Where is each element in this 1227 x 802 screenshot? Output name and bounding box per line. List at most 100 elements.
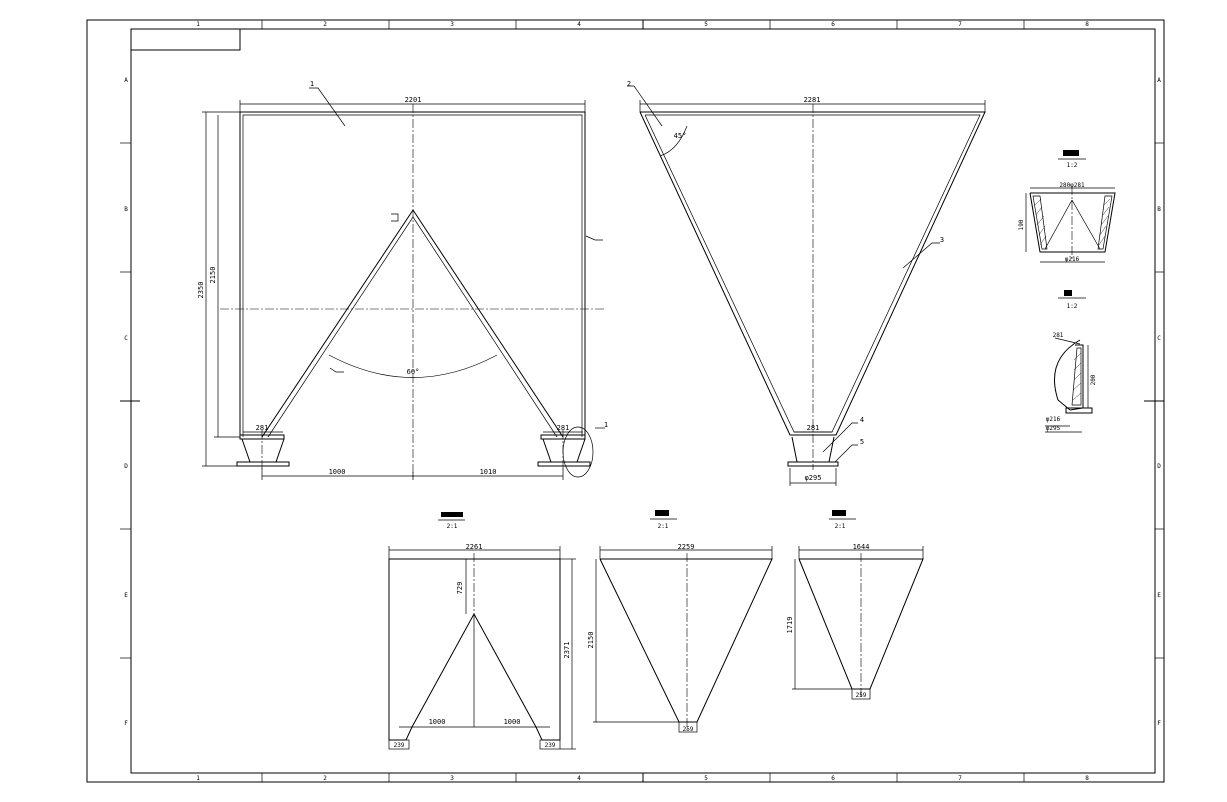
pattern-1-dim-foot-left: 239 bbox=[394, 742, 405, 749]
col-label-bottom-6: 6 bbox=[831, 775, 835, 782]
pattern-1-dim-half-right: 1000 bbox=[504, 718, 521, 726]
pattern-1-dim-apex: 729 bbox=[456, 582, 464, 595]
front-view-middle bbox=[627, 85, 986, 486]
row-label-left-b: B bbox=[124, 206, 128, 213]
detail-top-scale: 1:2 bbox=[1067, 162, 1078, 169]
dim-bottom-281: 281 bbox=[807, 424, 820, 432]
leader-3 bbox=[902, 242, 940, 269]
balloon-2: 2 bbox=[627, 80, 631, 88]
row-label-left-d: D bbox=[124, 463, 128, 470]
pattern-3-dim-bottom: 259 bbox=[856, 692, 867, 699]
zone-ticks bbox=[120, 20, 1164, 782]
col-label-top-4: 4 bbox=[577, 21, 581, 28]
col-label-bottom-3: 3 bbox=[450, 775, 454, 782]
row-label-left-c: C bbox=[124, 335, 128, 342]
leader-2 bbox=[627, 85, 663, 127]
detail-mid-dim-295: φ295 bbox=[1046, 425, 1061, 432]
pattern-3-dim-height: 1719 bbox=[786, 617, 794, 634]
detail-top-dim-bottom: φ216 bbox=[1065, 256, 1080, 263]
row-label-right-c: C bbox=[1157, 335, 1161, 342]
pattern-1-title-mark bbox=[441, 512, 463, 517]
pattern-1-dim-foot-right: 239 bbox=[545, 742, 556, 749]
pattern-2-dim-bottom: 259 bbox=[683, 726, 694, 733]
col-label-bottom-5: 5 bbox=[704, 775, 708, 782]
dim-flange-295: φ295 bbox=[805, 474, 822, 482]
leader-1 bbox=[309, 87, 346, 127]
col-label-bottom-4: 4 bbox=[577, 775, 581, 782]
pattern-3-dim-top: 1644 bbox=[853, 543, 870, 551]
flat-pattern-3-labels: 2:1 1644 1719 259 bbox=[786, 523, 869, 699]
col-label-bottom-7: 7 bbox=[958, 775, 962, 782]
pattern-2-title-mark bbox=[655, 510, 669, 516]
row-label-left-f: F bbox=[124, 720, 128, 727]
pattern-1-dim-height: 2371 bbox=[563, 642, 571, 659]
col-label-top-2: 2 bbox=[323, 21, 327, 28]
col-label-top-3: 3 bbox=[450, 21, 454, 28]
front-view-left bbox=[202, 87, 606, 480]
balloon-3: 3 bbox=[940, 236, 944, 244]
flat-pattern-1 bbox=[388, 512, 576, 750]
angle-arc-45 bbox=[659, 125, 688, 157]
row-label-left-e: E bbox=[124, 592, 128, 599]
dim-half-left: 1000 bbox=[329, 468, 346, 476]
pattern-1-scale: 2:1 bbox=[447, 523, 458, 530]
row-label-right-d: D bbox=[1157, 463, 1161, 470]
front-view-middle-labels: 2 2281 45° 3 281 4 5 φ295 bbox=[627, 80, 944, 482]
flat-pattern-2 bbox=[593, 510, 773, 733]
detail-section-top bbox=[1025, 150, 1116, 263]
leader-4 bbox=[822, 422, 858, 453]
detail-mid-scale: 1:2 bbox=[1067, 303, 1078, 310]
detail-mid-dim-281: 281 bbox=[1053, 332, 1064, 339]
row-label-right-a: A bbox=[1157, 77, 1161, 84]
col-label-bottom-2: 2 bbox=[323, 775, 327, 782]
col-label-bottom-1: 1 bbox=[196, 775, 200, 782]
dim-base-left: 281 bbox=[256, 424, 269, 432]
pattern-2-scale: 2:1 bbox=[658, 523, 669, 530]
zone-labels: 1 2 3 4 5 6 7 8 1 2 3 4 5 6 7 8 A B C D … bbox=[124, 21, 1161, 782]
pattern-1-dim-top: 2261 bbox=[466, 543, 483, 551]
dim-half-right: 1010 bbox=[480, 468, 497, 476]
balloon-4: 4 bbox=[860, 416, 864, 424]
dim-top-2201: 2201 bbox=[405, 96, 422, 104]
pattern-1-dim-half-left: 1000 bbox=[429, 718, 446, 726]
pattern-2-dim-height: 2150 bbox=[587, 632, 595, 649]
col-label-top-8: 8 bbox=[1085, 21, 1089, 28]
detail-top-dim-height: 190 bbox=[1018, 219, 1025, 230]
detail-section-mid-labels: 1:2 281 200 φ216 φ295 bbox=[1046, 303, 1097, 432]
detail-section-top-labels: 1:2 280φ281 190 φ216 bbox=[1018, 162, 1085, 263]
detail-mid-arc bbox=[1054, 339, 1081, 411]
col-label-top-1: 1 bbox=[196, 21, 200, 28]
row-label-left-a: A bbox=[124, 77, 128, 84]
detail-mid-dim-216: φ216 bbox=[1046, 416, 1061, 423]
angle-arc bbox=[328, 354, 498, 378]
col-label-top-6: 6 bbox=[831, 21, 835, 28]
dim-base-right: 281 bbox=[557, 424, 570, 432]
col-label-top-7: 7 bbox=[958, 21, 962, 28]
row-label-right-e: E bbox=[1157, 592, 1161, 599]
title-corner-box bbox=[130, 28, 241, 51]
flat-pattern-2-labels: 2:1 2259 2150 259 bbox=[587, 523, 694, 733]
col-label-top-5: 5 bbox=[704, 21, 708, 28]
angle-label: 60° bbox=[407, 368, 420, 376]
pattern-3-title-mark bbox=[832, 510, 846, 516]
flat-pattern-1-labels: 2:1 2261 729 2371 1000 1000 239 239 bbox=[394, 523, 571, 749]
row-label-right-b: B bbox=[1157, 206, 1161, 213]
sheet-frame bbox=[86, 19, 1165, 783]
col-label-bottom-8: 8 bbox=[1085, 775, 1089, 782]
dim-top-2281: 2281 bbox=[804, 96, 821, 104]
detail-mid-title-mark bbox=[1064, 290, 1072, 296]
front-view-left-labels: 1 2201 2350 2150 281 281 1000 1010 60° 1 bbox=[197, 80, 608, 476]
detail-section-mid bbox=[1045, 290, 1093, 433]
flat-pattern-3 bbox=[792, 510, 924, 700]
angle-45: 45° bbox=[674, 132, 687, 140]
detail-top-dim-top: 280φ281 bbox=[1059, 182, 1085, 189]
detail-mid-dim-height: 200 bbox=[1090, 374, 1097, 385]
dim-height-2150: 2150 bbox=[209, 267, 217, 284]
detail-circle bbox=[562, 426, 594, 478]
detail-title-mark bbox=[1063, 150, 1079, 156]
balloon-1: 1 bbox=[310, 80, 314, 88]
balloon-5: 5 bbox=[860, 438, 864, 446]
row-label-right-f: F bbox=[1157, 720, 1161, 727]
leader-5 bbox=[834, 444, 858, 463]
